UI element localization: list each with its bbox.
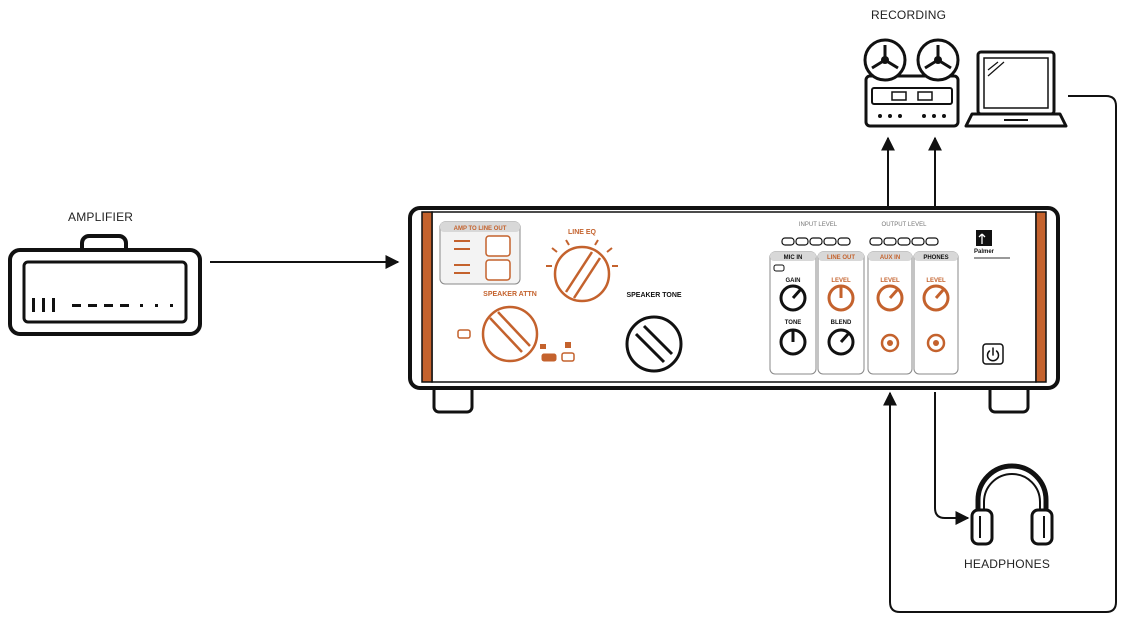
input-level-label: INPUT LEVEL [799,222,838,228]
laptop-icon [964,50,1068,128]
output-level-label: OUTPUT LEVEL [882,222,928,228]
amplifier-label: AMPLIFIER [68,210,134,224]
speaker-tone-label: SPEAKER TONE [626,292,681,299]
line-out-section [817,251,865,375]
gain-label: GAIN [786,278,801,284]
headphones-label: HEADPHONES [964,557,1051,571]
mic-in-pad-switch[interactable] [773,264,785,272]
mic-in-label: MIC IN [784,255,803,261]
output-level-meter [869,237,939,246]
end-cap-right [1035,211,1047,383]
phones-label: PHONES [923,255,948,261]
end-cap-left [421,211,433,383]
power-icon [986,347,1000,362]
speaker-attn-switch[interactable] [541,353,557,362]
amplifier-icon [8,234,202,336]
speaker-attn-toggle-left[interactable] [457,329,471,339]
aux-in-level-label: LEVEL [880,278,900,284]
headphones-icon [970,463,1054,546]
reel-to-reel-recorder-icon [863,38,960,128]
computer-to-aux-in-cable [883,95,1117,613]
brand-label: Palmer [974,249,995,255]
line-eq-knob[interactable] [553,245,611,303]
speaker-tone-knob[interactable] [625,315,683,373]
input-level-meter [781,237,851,246]
amp-to-line-out-switch-1[interactable] [485,235,511,257]
speaker-attn-label: SPEAKER ATTN [483,291,537,298]
aux-in-label: AUX IN [880,255,900,261]
blend-label: BLEND [831,320,852,326]
amp-to-line-out-label: AMP TO LINE OUT [454,226,507,232]
di-box-unit: AMP TO LINE OUT LINE EQ SPEAKER ATTN SPE… [408,206,1060,414]
tone-label: TONE [785,320,802,326]
phones-level-label: LEVEL [926,278,946,284]
line-out-level-label: LEVEL [831,278,851,284]
line-eq-label: LINE EQ [568,229,597,236]
phones-to-headphones-cable [934,392,970,525]
speaker-attn-knob[interactable] [481,305,539,363]
aux-in-section [867,251,913,375]
recording-label: RECORDING [871,8,947,22]
speaker-attn-toggle-right[interactable] [561,352,575,362]
phones-section [913,251,959,375]
palmer-logo-icon [976,230,992,246]
amp-to-line-out-switch-2[interactable] [485,259,511,281]
line-out-label: LINE OUT [827,255,855,261]
